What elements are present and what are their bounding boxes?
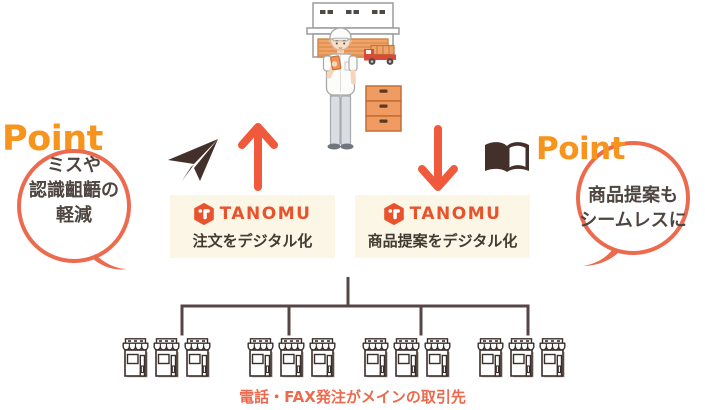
bubble-text-left: ミスや 認識齟齬の 軽減 [14,153,134,228]
stacked-boxes-icon [365,85,402,132]
store-group-4 [477,338,566,378]
bubble-left-line2: 認識齟齬の [29,180,119,201]
tanomu-brand-text: TANOMU [219,203,312,224]
storefront-icon [362,338,389,378]
tanomu-order-card: TANOMU 注文をデジタル化 [170,195,335,258]
open-book-icon [485,142,529,172]
tanomu-proposal-card: TANOMU 商品提案をデジタル化 [355,195,530,258]
arrow-down-icon [418,125,458,191]
delivery-person-icon [322,27,358,150]
proposal-card-caption: 商品提案をデジタル化 [367,231,518,250]
store-group-3 [362,338,451,378]
tanomu-logo-icon [383,202,404,225]
bubble-text-right: 商品提案も シームレスに [571,183,695,233]
bubble-left-line3: 軽減 [56,205,92,226]
tanomu-logo-row: TANOMU [193,202,312,225]
bubble-left-line1: ミスや [47,155,101,176]
bubble-right-line1: 商品提案も [588,185,678,206]
tanomu-logo-icon [193,202,214,225]
storefront-icon [477,338,504,378]
storefront-icon [508,338,535,378]
storefront-icon [424,338,451,378]
storefront-icon [122,338,149,378]
bubble-right-line2: シームレスに [579,210,687,231]
paper-plane-icon [168,139,218,181]
store-group-1 [122,338,211,378]
connector-bracket [180,277,530,336]
storefront-icon [278,338,305,378]
tanomu-logo-row: TANOMU [383,202,502,225]
arrow-up-icon [238,123,278,191]
tanomu-brand-text: TANOMU [409,203,502,224]
speech-bubble-left [17,149,131,270]
speech-bubble-right [576,141,690,266]
storefront-icon [393,338,420,378]
point-label-right: Point [536,131,626,167]
truck-icon [364,44,396,65]
storefront-icon [539,338,566,378]
storefront-icon [247,338,274,378]
storefront-icon [153,338,180,378]
store-group-2 [247,338,336,378]
storefront-icon [309,338,336,378]
footer-caption: 電話・FAX発注がメインの取引先 [239,388,466,406]
supplier-warehouse-illustration [306,2,402,150]
order-card-caption: 注文をデジタル化 [192,231,313,250]
storefront-icon [184,338,211,378]
